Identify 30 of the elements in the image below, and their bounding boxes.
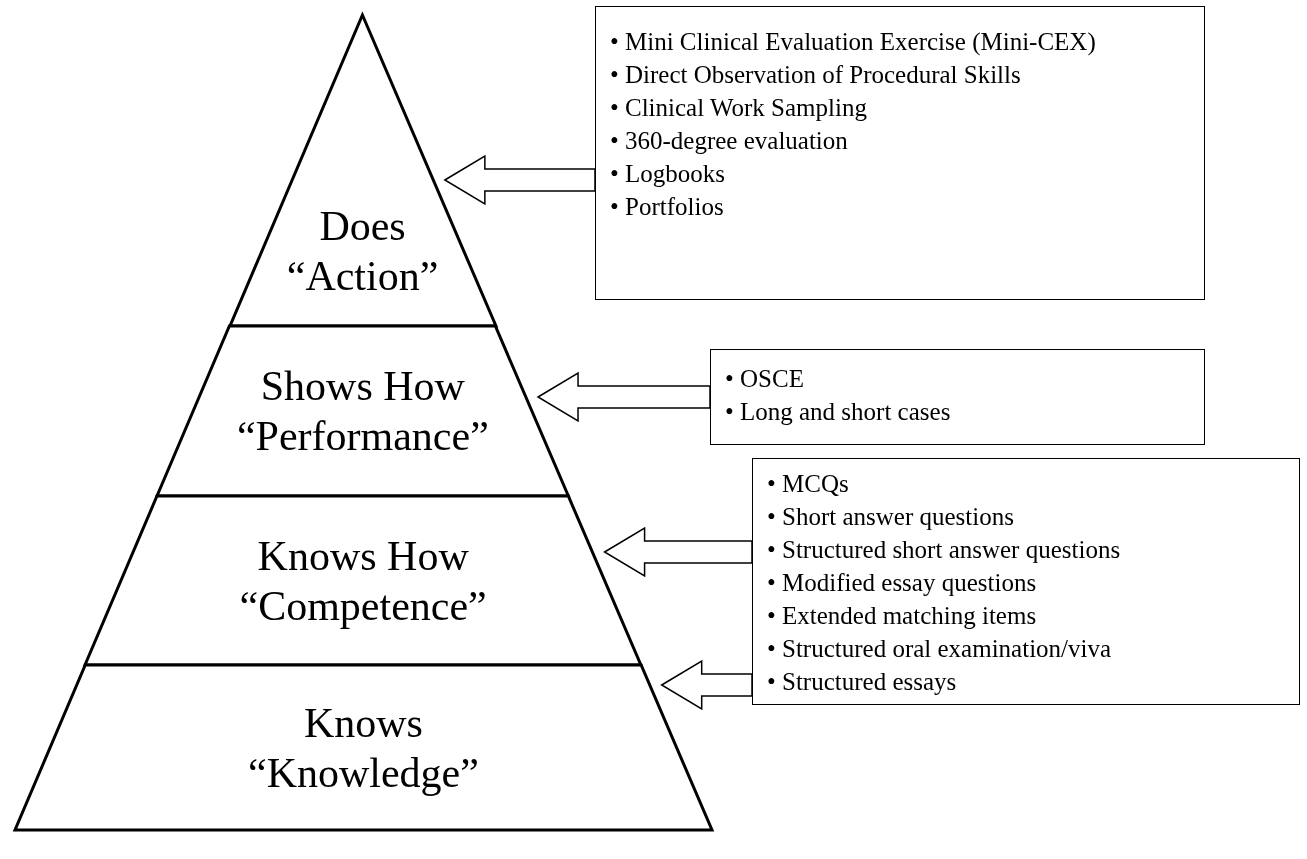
pyramid-tier bbox=[14, 665, 712, 830]
method-list-box bbox=[752, 458, 1300, 705]
block-arrow bbox=[536, 371, 711, 423]
list-item: • Extended matching items bbox=[767, 601, 1038, 631]
tier-subtitle: “Competence” bbox=[239, 582, 487, 629]
method-list-box bbox=[710, 349, 1205, 445]
method-list-box bbox=[595, 6, 1205, 300]
block-arrow bbox=[660, 659, 753, 711]
pyramid-tier bbox=[85, 496, 642, 665]
list-item: • OSCE bbox=[725, 364, 805, 394]
list-item: • Modified essay questions bbox=[767, 568, 1038, 598]
list-item: • Structured oral examination/viva bbox=[767, 634, 1113, 664]
list-item: • Long and short cases bbox=[725, 397, 952, 427]
list-item: • Short answer questions bbox=[767, 502, 1015, 532]
list-item: • Portfolios bbox=[610, 192, 725, 222]
list-item: • Logbooks bbox=[610, 159, 726, 189]
pyramid-tier bbox=[157, 326, 569, 496]
tier-subtitle: “Knowledge” bbox=[248, 749, 479, 796]
tier-title: Knows How bbox=[257, 532, 469, 579]
list-item: • Direct Observation of Procedural Skills bbox=[610, 60, 1022, 90]
tier-subtitle: “Performance” bbox=[236, 413, 489, 459]
list-item: • Clinical Work Sampling bbox=[610, 93, 868, 123]
list-item: • Structured essays bbox=[767, 667, 958, 697]
tier-title: Shows How bbox=[260, 363, 465, 409]
list-item: • 360-degree evaluation bbox=[610, 126, 849, 156]
list-item: • Mini Clinical Evaluation Exercise (Mini-CEX) bbox=[610, 27, 1097, 58]
list-item: • Structured short answer questions bbox=[767, 535, 1122, 565]
list-item: • MCQs bbox=[767, 469, 850, 499]
block-arrow bbox=[603, 526, 753, 578]
tier-title: Knows bbox=[303, 699, 423, 746]
